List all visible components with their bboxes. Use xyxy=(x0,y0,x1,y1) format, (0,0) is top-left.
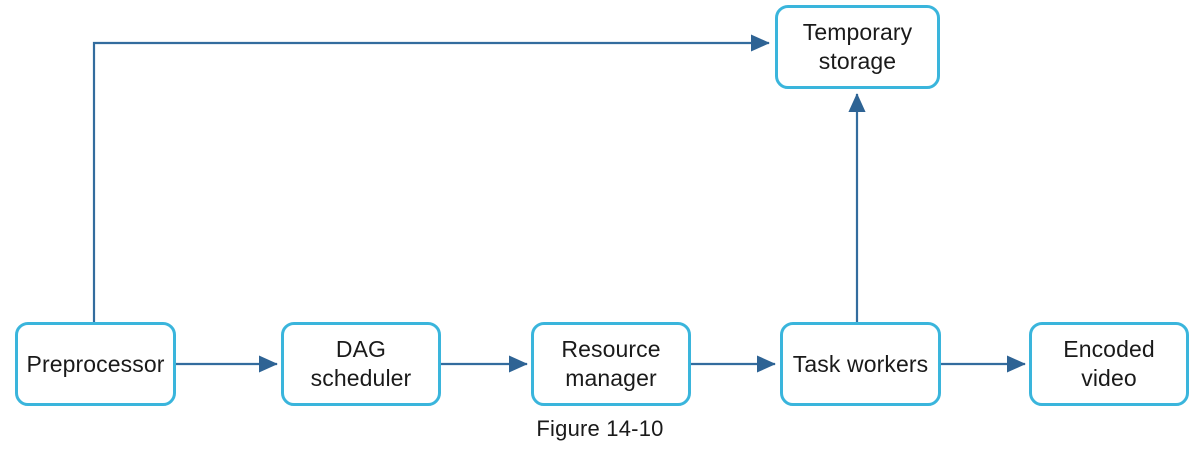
node-task-workers-label: Task workers xyxy=(792,350,929,377)
node-encoded-video[interactable]: Encoded video xyxy=(1029,322,1189,406)
figure-caption: Figure 14-10 xyxy=(536,416,664,441)
node-preprocessor-label: Preprocessor xyxy=(26,350,165,377)
node-task-workers[interactable]: Task workers xyxy=(780,322,941,406)
node-dag-scheduler-label: DAG scheduler xyxy=(310,336,412,391)
node-preprocessor[interactable]: Preprocessor xyxy=(15,322,176,406)
node-temporary-storage-label: Temporary storage xyxy=(802,19,913,74)
node-temporary-storage[interactable]: Temporary storage xyxy=(775,5,940,89)
node-resource-manager[interactable]: Resource manager xyxy=(531,322,691,406)
node-dag-scheduler[interactable]: DAG scheduler xyxy=(281,322,441,406)
node-resource-manager-label: Resource manager xyxy=(561,336,661,391)
edge-preprocessor-to-temporary-storage xyxy=(92,34,770,322)
node-encoded-video-label: Encoded video xyxy=(1063,336,1155,391)
